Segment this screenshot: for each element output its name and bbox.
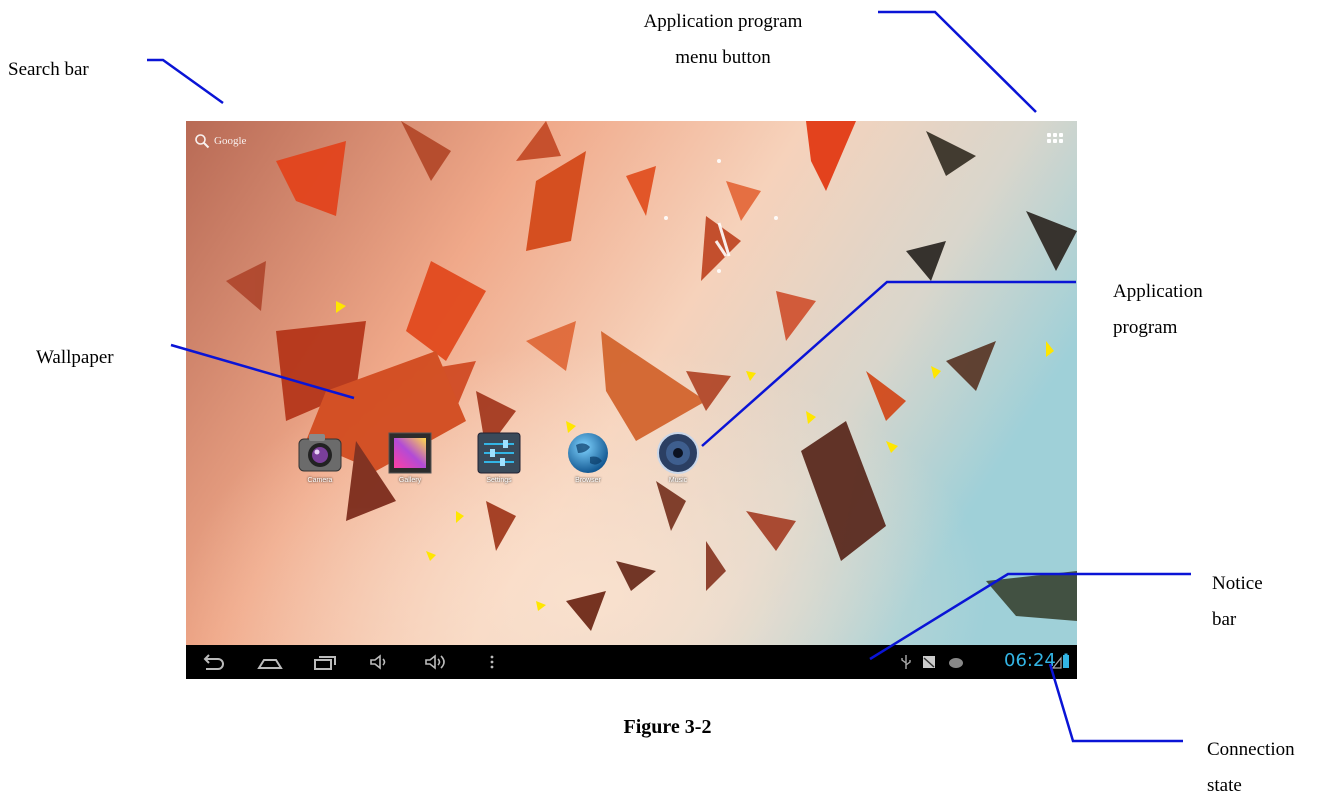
home-icon[interactable] (256, 651, 284, 673)
leader-menu-button (878, 10, 1037, 113)
gallery-icon (388, 432, 432, 474)
app-gallery[interactable]: Gallery (378, 431, 442, 484)
back-icon[interactable] (200, 651, 228, 673)
callout-search-bar: Search bar (8, 59, 89, 80)
app-music[interactable]: Music (646, 431, 710, 484)
camera-icon (298, 434, 342, 472)
app-camera[interactable]: Camera (288, 431, 352, 484)
callout-menu-button: Application program menu button (598, 4, 848, 76)
battery-icon (1063, 653, 1069, 668)
callout-menu-button-line1: Application program (643, 11, 803, 32)
google-search-label: Google (214, 135, 247, 147)
usb-icon (901, 655, 911, 669)
volume-down-icon[interactable] (366, 651, 394, 673)
callout-connection-line1: Connection (1207, 739, 1295, 760)
clock-widget (664, 159, 778, 273)
settings-icon (477, 432, 521, 474)
callout-wallpaper: Wallpaper (36, 347, 114, 368)
app-label: Camera (307, 477, 333, 484)
leader-search-bar (147, 58, 224, 105)
callout-application-line2: program (1113, 317, 1178, 338)
music-icon (657, 432, 699, 474)
status-clock: 06:24 (1004, 650, 1056, 671)
system-bar: 06:24 (186, 645, 1077, 679)
wallpaper (186, 121, 1077, 679)
screenshot-icon (923, 656, 935, 668)
app-label: Music (668, 477, 688, 484)
menu-dots-icon[interactable] (478, 651, 506, 673)
search-icon (195, 134, 210, 149)
callout-notice-bar: Notice bar (1212, 566, 1263, 638)
signal-icon (1052, 656, 1062, 669)
apps-menu-button[interactable] (1047, 133, 1065, 149)
app-label: Browser (575, 477, 601, 484)
callout-application-program: Application program (1113, 274, 1203, 346)
app-label: Gallery (398, 477, 422, 484)
callout-notice-line2: bar (1212, 609, 1237, 630)
tablet-home-screen: Google Camera (186, 121, 1077, 679)
callout-connection-state: Connection state (1207, 732, 1295, 804)
app-settings[interactable]: Settings (467, 431, 531, 484)
callout-menu-button-line2: menu button (675, 47, 771, 68)
volume-up-icon[interactable] (422, 651, 450, 673)
app-label: Settings (486, 477, 512, 484)
callout-application-line1: Application (1113, 281, 1203, 302)
google-search-bar[interactable]: Google (194, 131, 246, 151)
callout-notice-line1: Notice (1212, 573, 1263, 594)
callout-connection-line2: state (1207, 775, 1242, 796)
browser-icon (568, 433, 608, 473)
recent-apps-icon[interactable] (310, 651, 338, 673)
app-browser[interactable]: Browser (556, 431, 620, 484)
figure-caption: Figure 3-2 (623, 716, 712, 738)
android-debug-icon (949, 658, 963, 668)
